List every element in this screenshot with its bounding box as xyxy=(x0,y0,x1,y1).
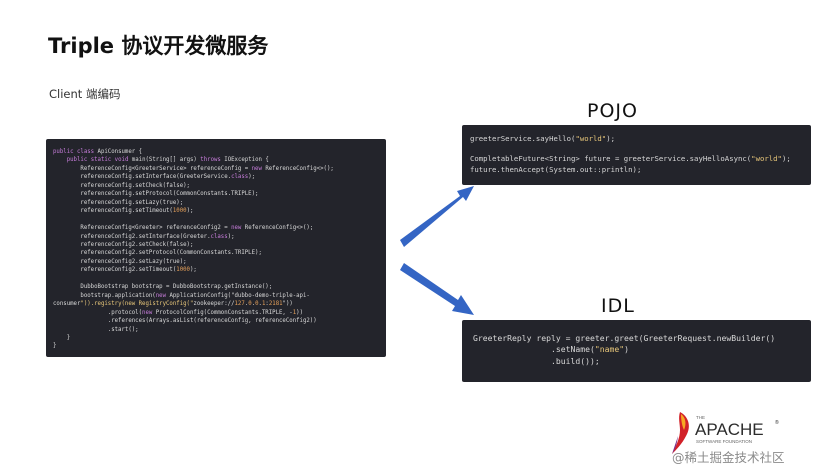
svg-text:®: ® xyxy=(775,419,779,426)
code-line: referenceConfig.setCheck(false); xyxy=(53,182,190,189)
code-line: DubboBootstrap bootstrap = DubboBootstra… xyxy=(53,284,273,291)
svg-text:THE: THE xyxy=(696,415,705,420)
arrow-to-idl-icon xyxy=(400,263,474,315)
slide-subtitle: Client 端编码 xyxy=(49,87,121,101)
pojo-label: POJO xyxy=(587,100,638,122)
code-line: future.thenAccept(System.out::println); xyxy=(470,164,642,174)
idl-code-block: GreeterReply reply = greeter.greet(Greet… xyxy=(462,320,811,382)
code-line: referenceConfig.setInterface(GreeterServ… xyxy=(53,174,256,181)
code-line: .references(Arrays.asList(referenceConfi… xyxy=(53,318,317,325)
code-line: referenceConfig2.setProtocol(CommonConst… xyxy=(53,250,262,257)
code-line: public class ApiConsumer { xyxy=(53,149,143,155)
code-line: } xyxy=(53,343,57,350)
watermark: @稀土掘金技术社区 xyxy=(672,450,785,465)
arrow-to-pojo-icon xyxy=(400,186,474,247)
code-line: bootstrap.application(new ApplicationCon… xyxy=(53,292,310,299)
code-line: referenceConfig2.setLazy(true); xyxy=(53,258,187,265)
code-line: greeterService.sayHello("world"); xyxy=(470,134,615,143)
code-line: referenceConfig.setProtocol(CommonConsta… xyxy=(53,191,259,198)
code-line: referenceConfig.setTimeout(1000); xyxy=(53,208,194,215)
apache-logo: THE APACHE ® SOFTWARE FOUNDATION xyxy=(672,412,779,454)
code-line: .build()); xyxy=(473,355,600,366)
code-line: ReferenceConfig<GreeterService> referenc… xyxy=(53,165,334,172)
svg-text:APACHE: APACHE xyxy=(695,420,764,439)
pojo-code-block: greeterService.sayHello("world"); Comple… xyxy=(462,125,811,185)
idl-label: IDL xyxy=(601,295,635,317)
code-line: .protocol(new ProtocolConfig(CommonConst… xyxy=(53,309,304,316)
code-line: } xyxy=(53,334,71,341)
code-line: referenceConfig2.setInterface(Greeter.cl… xyxy=(53,233,235,240)
client-code-block: public class ApiConsumer { public static… xyxy=(46,139,386,357)
code-line: referenceConfig2.setTimeout(1000); xyxy=(53,267,197,274)
code-line: consumer")).registry(new RegistryConfig(… xyxy=(53,301,293,308)
code-line: .setName("name") xyxy=(473,344,629,355)
slide-title: Triple 协议开发微服务 xyxy=(48,34,269,58)
code-line: public static void main(String[] args) t… xyxy=(66,157,269,164)
code-line: GreeterReply reply = greeter.greet(Greet… xyxy=(473,333,776,343)
code-line: .start(); xyxy=(53,326,139,333)
code-line: referenceConfig2.setCheck(false); xyxy=(53,241,194,248)
code-line: CompletableFuture<String> future = greet… xyxy=(470,154,791,164)
code-line: referenceConfig.setLazy(true); xyxy=(53,199,184,206)
code-line: ReferenceConfig<Greeter> referenceConfig… xyxy=(53,225,314,232)
svg-text:SOFTWARE FOUNDATION: SOFTWARE FOUNDATION xyxy=(696,439,752,444)
